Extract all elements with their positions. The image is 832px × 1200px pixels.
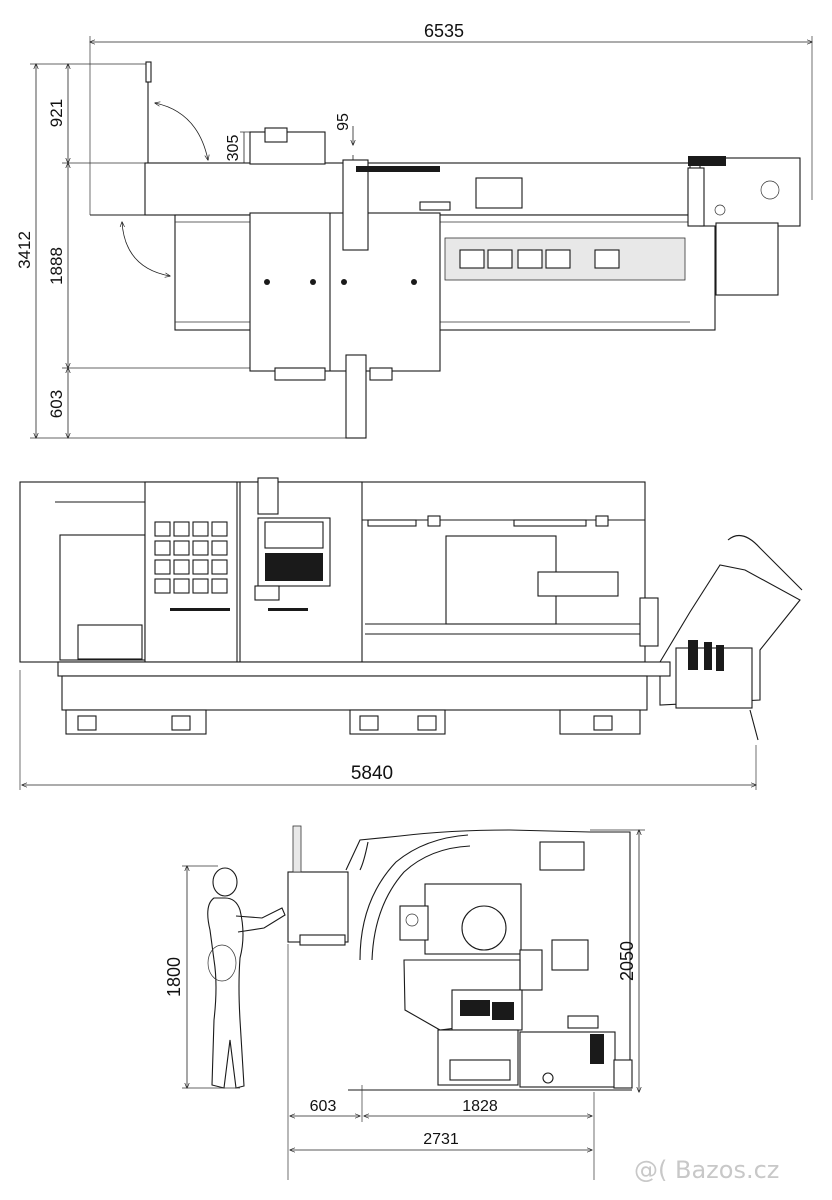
front-base — [57, 661, 671, 735]
dim-label-95: 95 — [335, 113, 352, 131]
machine-side-body — [287, 825, 633, 1091]
machine-top-body — [144, 127, 801, 439]
side-view: 1800 — [164, 825, 645, 1180]
dim-label-3412: 3412 — [15, 231, 34, 269]
dim-1800: 1800 — [164, 866, 240, 1088]
dim-label-1828: 1828 — [462, 1098, 498, 1115]
chip-conveyor — [659, 534, 803, 741]
top-view: 6535 3412 921 1888 603 305 95 — [15, 21, 812, 438]
dim-label-2050: 2050 — [617, 941, 637, 981]
human-figure — [207, 867, 286, 1089]
dim-label-5840: 5840 — [351, 763, 393, 784]
dim-label-921: 921 — [47, 99, 66, 127]
dim-label-603-side: 603 — [310, 1098, 337, 1115]
keypad-panel — [144, 481, 238, 663]
front-view: 5840 — [19, 477, 803, 790]
dim-vertical-top: 3412 921 1888 603 — [15, 64, 350, 438]
dim-label-2731: 2731 — [423, 1131, 459, 1148]
control-panel — [239, 477, 363, 663]
dim-label-305: 305 — [225, 135, 242, 162]
dim-5840: 5840 — [19, 670, 756, 790]
dim-label-6535: 6535 — [424, 21, 464, 41]
dim-6535: 6535 — [90, 21, 812, 215]
dim-305-95: 305 95 — [225, 113, 353, 185]
dim-2050: 2050 — [590, 830, 645, 1092]
dim-label-1888: 1888 — [47, 247, 66, 285]
bazos-watermark: @( Bazos.cz — [634, 1156, 779, 1184]
dim-side-bottom: 603 1828 2731 — [287, 944, 595, 1180]
front-guard-right — [362, 515, 659, 647]
dim-label-1800: 1800 — [164, 957, 184, 997]
dim-label-603-top: 603 — [47, 390, 66, 418]
